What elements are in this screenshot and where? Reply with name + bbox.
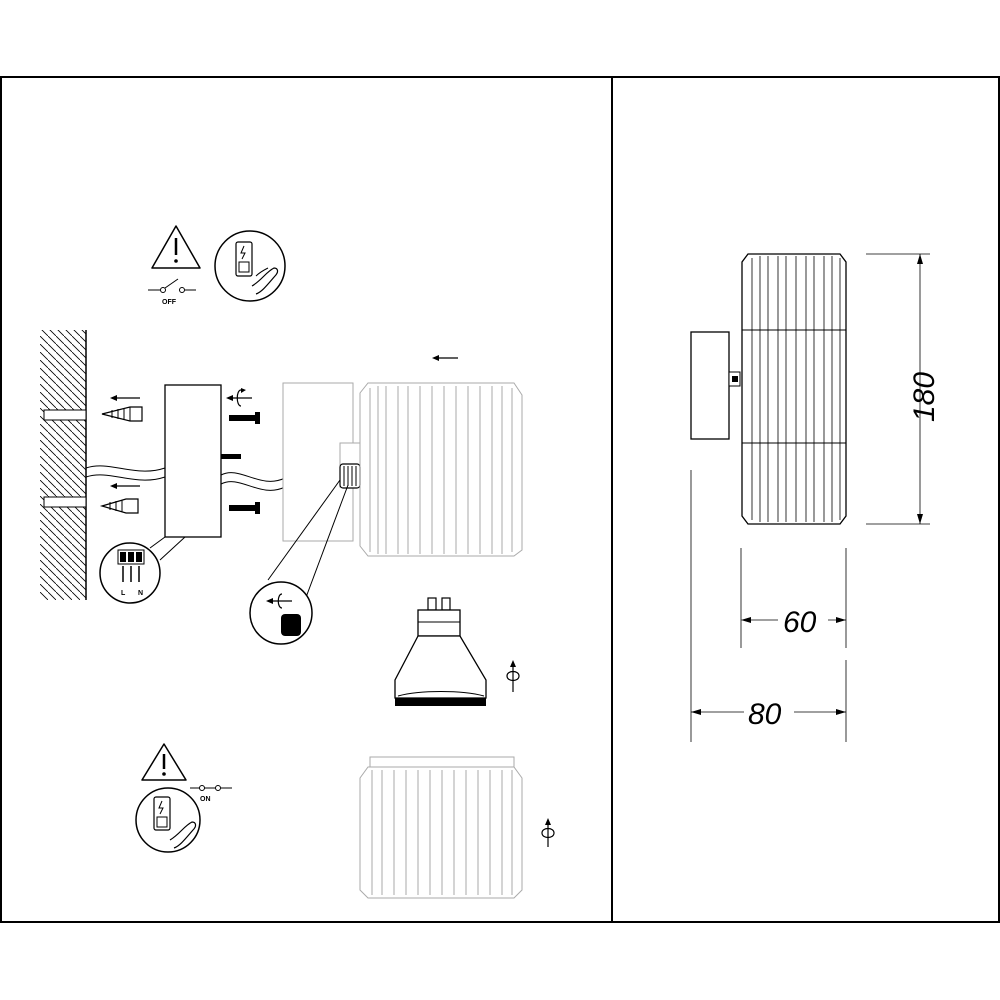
dimension-height-label: 180 <box>908 372 941 422</box>
switch-on-label: ON <box>200 796 211 803</box>
cable <box>85 465 286 491</box>
dimension-height <box>866 253 930 525</box>
knurled-screw-detail <box>249 479 349 645</box>
lamp-shade <box>359 756 523 899</box>
arrow-left-icon <box>110 395 140 401</box>
rotate-icon <box>541 818 555 847</box>
wall-plug <box>43 496 87 508</box>
terminal-n-label: N <box>138 590 143 597</box>
wall <box>40 330 87 600</box>
switch-off-label: OFF <box>162 299 177 306</box>
warning-icon <box>141 743 187 781</box>
gu10-bulb <box>394 597 487 706</box>
rotate-icon <box>226 388 252 407</box>
warning-icon <box>151 225 201 269</box>
screw-icon <box>229 502 260 514</box>
terminal-block-detail: L N <box>99 536 186 604</box>
base-cover <box>282 382 361 542</box>
dimension-depth <box>690 470 847 742</box>
lamp-side-view <box>690 253 847 525</box>
knurled-screw <box>339 463 361 489</box>
screw-icon <box>229 412 260 424</box>
arrow-left-icon <box>110 483 140 489</box>
dimension-shade-width-label: 60 <box>783 606 817 639</box>
frame <box>0 76 1000 923</box>
anchor-icon <box>101 406 143 422</box>
switch-on-icon <box>190 785 232 791</box>
rotate-icon <box>506 660 520 692</box>
anchor-icon <box>99 498 139 514</box>
dimension-shade-width <box>740 548 847 648</box>
lamp-shade <box>359 382 523 557</box>
mounting-plate <box>164 384 241 538</box>
terminal-l-label: L <box>121 590 126 597</box>
dimension-depth-label: 80 <box>748 698 782 731</box>
power-panel-icon <box>135 787 201 853</box>
wall-plug <box>43 409 87 421</box>
arrow-left-icon <box>432 355 458 361</box>
power-panel-icon <box>214 230 286 302</box>
switch-off-icon <box>148 278 196 293</box>
